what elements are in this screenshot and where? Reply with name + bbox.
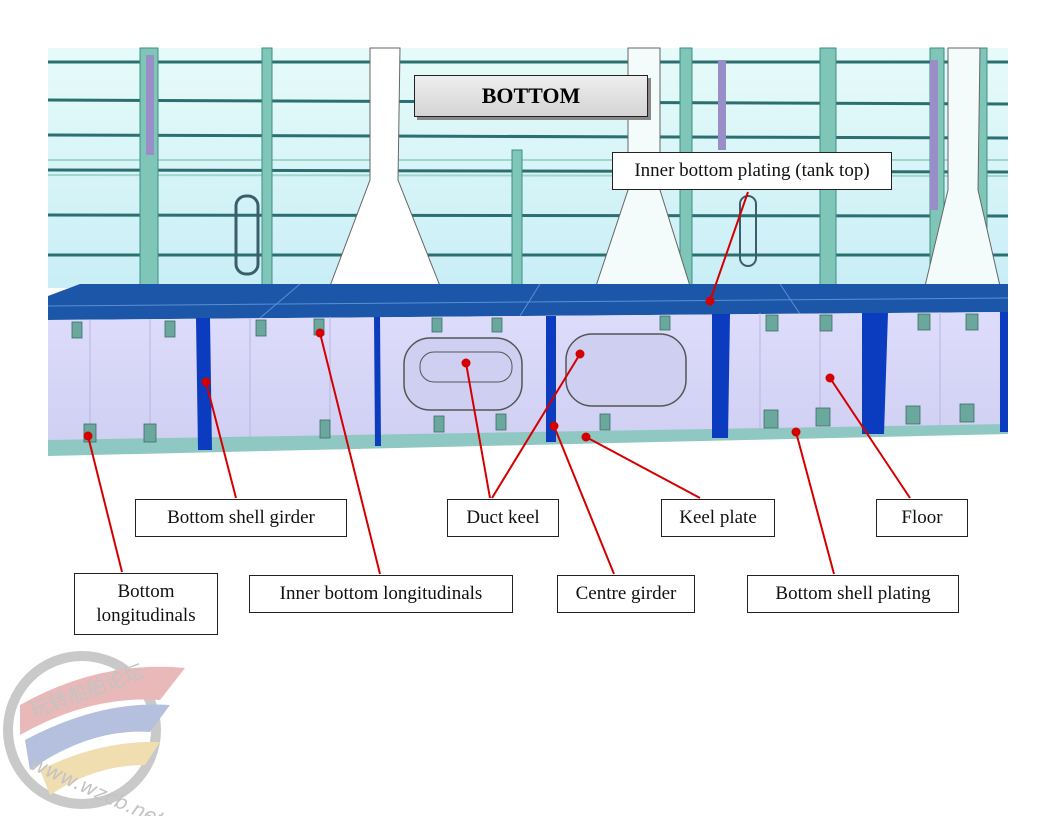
diagram-title: BOTTOM	[414, 75, 648, 117]
leader-keel-plate	[585, 436, 701, 499]
leader-floor	[829, 377, 911, 499]
label-bottom-shell-plating: Bottom shell plating	[747, 575, 959, 613]
label-bottom-longitudinals: Bottom longitudinals	[74, 573, 218, 635]
leader-inner-bottom-plating	[709, 191, 749, 302]
leader-bottom-shell-girder	[205, 381, 237, 499]
leader-bottom-shell-plating	[795, 431, 835, 575]
watermark-logo: 玩转船舶论坛 www.wzcb.net	[3, 651, 185, 816]
label-duct-keel: Duct keel	[447, 499, 559, 537]
tank-top-plating	[47, 283, 1009, 320]
label-inner-bottom-plating: Inner bottom plating (tank top)	[612, 152, 892, 190]
leader-duct-keel-left	[465, 362, 491, 499]
leader-inner-bottom-longitudinals	[319, 332, 381, 575]
leader-lines	[83, 191, 911, 575]
leader-centre-girder	[553, 425, 615, 575]
label-bottom-shell-girder: Bottom shell girder	[135, 499, 347, 537]
label-keel-plate: Keel plate	[661, 499, 775, 537]
leader-bottom-longitudinals	[87, 435, 123, 573]
double-bottom	[48, 312, 1008, 456]
label-floor: Floor	[876, 499, 968, 537]
label-inner-bottom-longitudinals: Inner bottom longitudinals	[249, 575, 513, 613]
leader-duct-keel-right	[491, 353, 581, 499]
label-centre-girder: Centre girder	[557, 575, 695, 613]
